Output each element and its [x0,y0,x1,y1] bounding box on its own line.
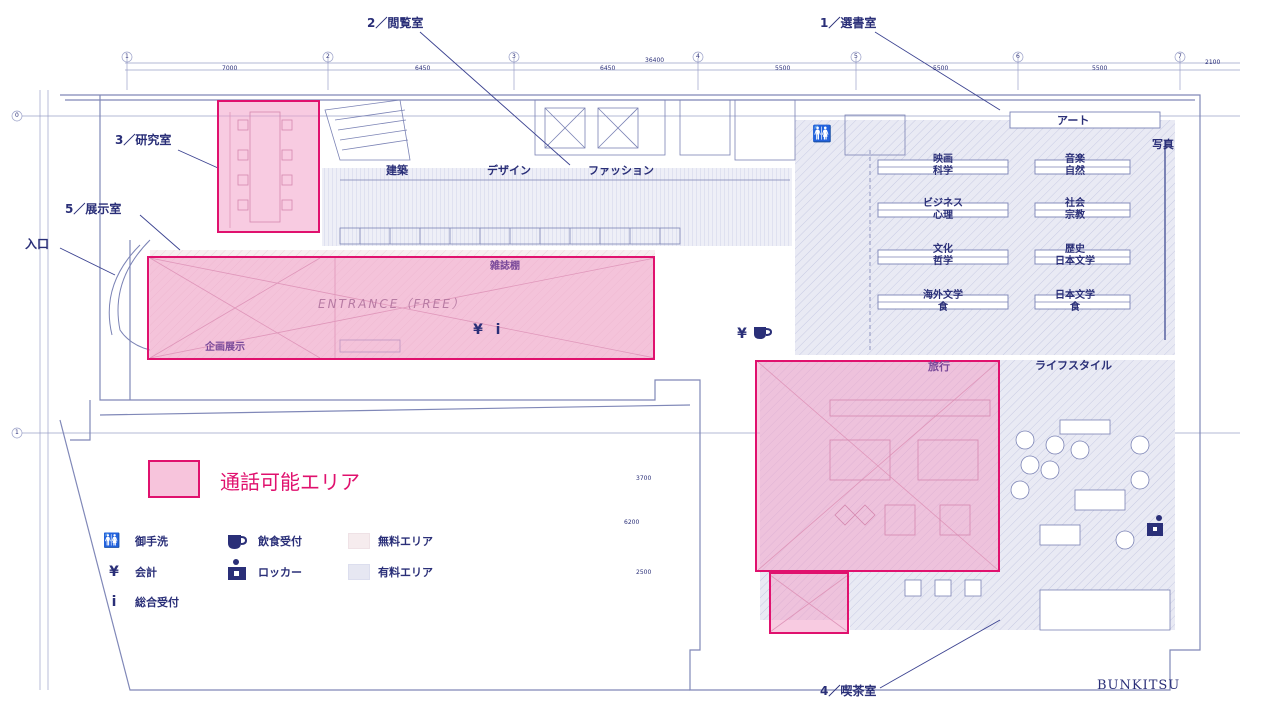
grid-number-3: 3 [512,53,516,60]
legend-restroom-label: 御手洗 [135,535,168,548]
yen-legend-icon: ¥ [109,564,119,580]
room-label-cafe: 4／喫茶室 [820,684,877,698]
dim-top-1: 7000 [222,65,238,72]
legend-call-area-swatch [148,460,200,498]
room-label-browsing: 2／閲覧室 [367,16,424,30]
dim-top-4: 5500 [775,65,791,72]
call-area-cafe [755,360,1000,572]
grid-number-6: 6 [1016,53,1020,60]
legend-paid-area-label: 有料エリア [378,566,433,579]
dim-top-5: 5500 [933,65,949,72]
shelf-label-business-psychology: ビジネス 心理 [923,198,963,221]
call-area-entrance [147,256,655,360]
dim-top-6: 5500 [1092,65,1108,72]
shelf-label-japanese-lit-food: 日本文学 食 [1055,290,1095,313]
special-exhibition-label: 企画展示 [205,342,245,353]
shelf-label-photo: 写真 [1152,138,1174,151]
cafe-yen-icon: ¥ [737,326,747,342]
locker-icon [228,559,246,580]
legend-free-area-swatch [348,533,370,549]
legend-free-area-label: 無料エリア [378,535,433,548]
shelf-label-society-religion: 社会 宗教 [1065,198,1085,221]
shelf-label-lifestyle: ライフスタイル [1035,359,1112,372]
room-label-exhibition: 5／展示室 [65,202,122,216]
dim-top-3: 6450 [600,65,616,72]
shelf-label-architecture: 建築 [386,164,408,177]
dim-vertical-1: 3700 [636,475,652,482]
info-icon: i [495,322,501,338]
restroom-map-icon: 🚻 [812,124,832,143]
dim-vertical-2: 6200 [624,519,640,526]
magazine-rack-label: 雑誌棚 [490,261,520,272]
call-area-cafe-lower [769,572,849,634]
shelf-label-art: アート [1057,114,1090,127]
grid-number-1: 1 [125,53,129,60]
shelf-label-fashion: ファッション [588,164,654,177]
cafe-locker-map-icon [1147,515,1163,536]
grid-letter-b: 1 [15,429,19,436]
grid-number-2: 2 [326,53,330,60]
grid-number-7: 7 [1178,53,1182,60]
brand-logo: BUNKITSU [1097,678,1181,693]
legend-food-counter-label: 飲食受付 [258,535,302,548]
room-label-study: 3／研究室 [115,133,172,147]
dim-top-2: 6450 [415,65,431,72]
shelf-label-design: デザイン [487,164,531,177]
dim-total: 36400 [645,57,665,64]
legend-payment-label: 会計 [135,566,157,579]
legend-paid-area-swatch [348,564,370,580]
entrance-free-label: ENTRANCE（FREE） [318,297,466,311]
call-area-study-room [217,100,320,233]
info-legend-icon: i [111,594,117,610]
shelf-label-culture-philosophy: 文化 哲学 [933,244,953,267]
legend-call-area-label: 通話可能エリア [220,470,360,494]
grid-letter-a: 0 [15,112,19,119]
shelf-label-history-japanese-lit: 歴史 日本文学 [1055,244,1095,267]
legend-locker-label: ロッカー [258,566,302,579]
cafe-cup-icon [754,327,772,339]
yen-icon: ¥ [473,322,483,338]
room-label-reading: 1／選書室 [820,16,877,30]
dim-right-extra: 2100 [1205,59,1221,66]
shelf-label-music-nature: 音楽 自然 [1065,154,1085,177]
grid-number-4: 4 [696,53,700,60]
grid-number-5: 5 [854,53,858,60]
legend-info-label: 総合受付 [135,596,179,609]
shelf-label-travel: 旅行 [928,360,950,373]
shelf-label-film-science: 映画 科学 [933,154,953,177]
restroom-icon: 🚻 [103,533,121,549]
dim-vertical-3: 2500 [636,569,652,576]
cup-icon [228,535,248,549]
entrance-label: 入口 [25,237,50,251]
shelf-label-foreign-lit-food: 海外文学 食 [923,290,963,313]
